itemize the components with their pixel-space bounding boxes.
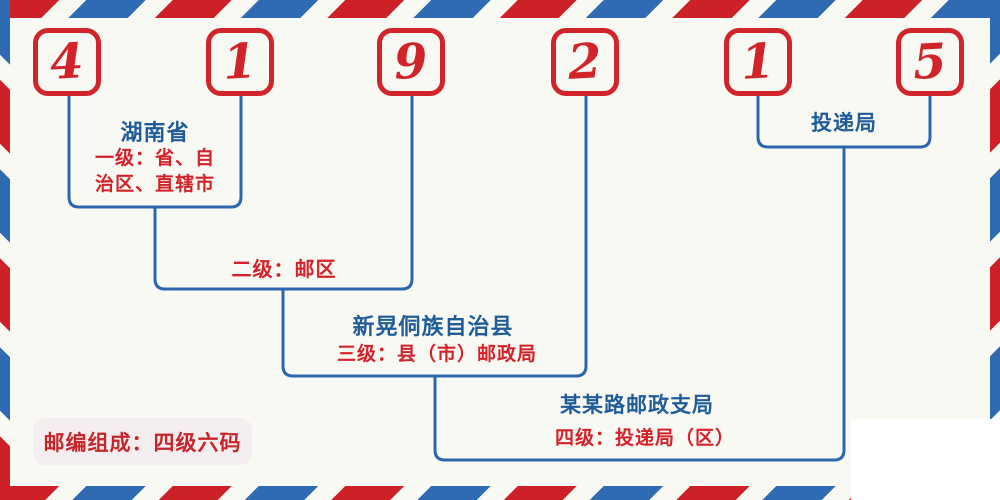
level1-desc-line1: 一级：省、自 xyxy=(94,148,216,169)
level4-label: 四级：投递局（区） xyxy=(554,428,736,449)
delivery-bracket xyxy=(756,96,932,149)
digit-5: 1 xyxy=(739,33,777,91)
level4-bracket xyxy=(433,147,846,462)
airmail-border-top xyxy=(0,0,1000,18)
digit-box-1: 4 xyxy=(33,28,101,96)
digit-1: 4 xyxy=(48,33,86,91)
digit-box-6: 5 xyxy=(896,28,964,96)
level1-place-label: 湖南省 xyxy=(120,120,190,145)
airmail-border-left xyxy=(0,0,10,500)
digit-3: 9 xyxy=(392,33,430,91)
level2-label: 二级：邮区 xyxy=(231,259,337,281)
digit-box-2: 1 xyxy=(206,28,274,96)
white-patch xyxy=(851,419,1000,500)
composition-label: 邮编组成：四级六码 xyxy=(43,430,242,455)
level1-desc-line2: 治区、直辖市 xyxy=(94,174,216,195)
digit-4: 2 xyxy=(566,33,604,91)
digit-6: 5 xyxy=(911,33,949,91)
level3-label: 三级：县（市）邮政局 xyxy=(336,344,538,365)
digit-2: 1 xyxy=(221,33,259,91)
airmail-border-right xyxy=(990,0,1000,500)
composition-badge: 邮编组成：四级六码 xyxy=(33,418,252,465)
level3-place-label: 新晃侗族自治县 xyxy=(352,314,514,339)
digit-box-3: 9 xyxy=(377,28,445,96)
airmail-border-bottom xyxy=(0,486,1000,500)
digit-box-4: 2 xyxy=(551,28,619,96)
digit-box-5: 1 xyxy=(724,28,792,96)
delivery-office-label: 投递局 xyxy=(811,111,877,135)
level4-place-label: 某某路邮政支局 xyxy=(560,393,714,417)
